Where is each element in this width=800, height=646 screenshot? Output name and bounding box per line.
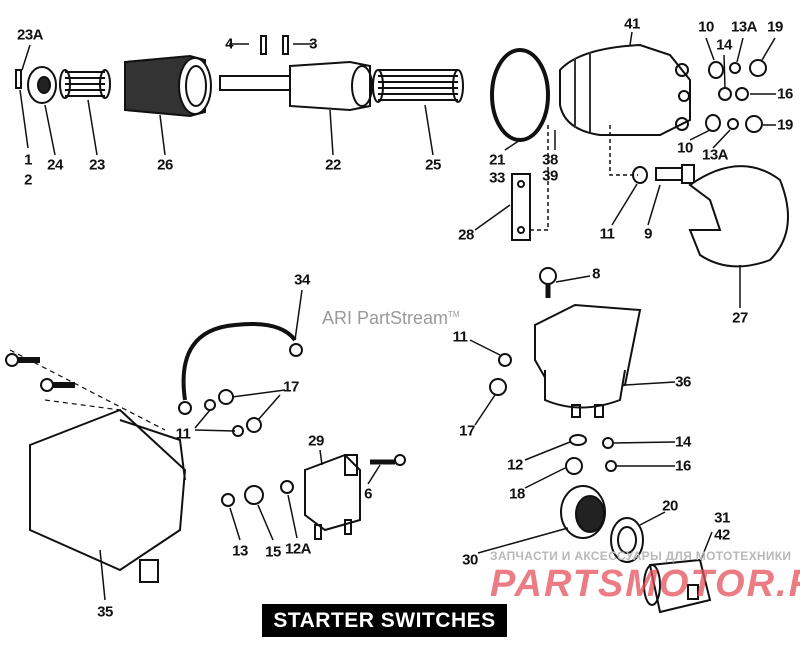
callout-26: 26 [157, 156, 173, 174]
callout-8: 8 [592, 265, 600, 283]
nuts-13-15-12A [221, 480, 294, 507]
callout-31: 31 [714, 509, 730, 527]
callout-23A: 23A [16, 26, 44, 44]
washers-right [705, 59, 767, 133]
callout-10-bottom: 10 [677, 139, 693, 157]
callout-20: 20 [662, 497, 678, 515]
callout-42: 42 [714, 526, 730, 544]
callout-11-left: 11 [175, 425, 191, 443]
callout-22: 22 [325, 156, 341, 174]
callout-16-bottom: 16 [675, 457, 691, 475]
relay-35 [29, 408, 187, 583]
screw-8 [539, 267, 557, 298]
callout-12: 12 [507, 456, 523, 474]
switch-36 [534, 303, 642, 418]
callout-15: 15 [265, 543, 281, 561]
callout-14-bottom: 14 [675, 433, 691, 451]
spring-23 [59, 69, 111, 99]
plunger-22 [219, 60, 373, 112]
callout-36: 36 [675, 373, 691, 391]
callout-24: 24 [47, 156, 63, 174]
diagram-title: STARTER SWITCHES [262, 604, 507, 637]
callout-33: 33 [489, 169, 505, 187]
callout-39: 39 [542, 167, 558, 185]
callout-4: 4 [225, 35, 233, 53]
cover-27 [688, 165, 789, 268]
callout-6: 6 [364, 485, 372, 503]
callout-12A: 12A [284, 540, 312, 558]
watermark-tm: TM [448, 310, 460, 319]
callout-3: 3 [309, 35, 317, 53]
switch-31-42 [643, 558, 712, 614]
callout-18: 18 [509, 485, 525, 503]
callout-16-top: 16 [777, 85, 793, 103]
callout-25: 25 [425, 156, 441, 174]
callout-13A-bottom: 13A [701, 146, 729, 164]
callout-1: 1 [24, 151, 32, 169]
callout-14-top: 14 [716, 36, 732, 54]
site-tagline-watermark: ЗАПЧАСТИ И АКСЕССУАРЫ ДЛЯ МОТОТЕХНИКИ [490, 549, 792, 563]
callout-35: 35 [97, 603, 113, 621]
callout-21: 21 [489, 151, 505, 169]
cable-34 [178, 322, 303, 415]
knob-26 [124, 54, 212, 118]
callout-29: 29 [308, 432, 324, 450]
spring-25 [372, 69, 464, 103]
cap-30 [560, 485, 606, 539]
callout-11-top: 11 [599, 225, 615, 243]
callout-13: 13 [232, 542, 248, 560]
gasket-20 [610, 517, 644, 563]
callout-27: 27 [732, 309, 748, 327]
callout-17-left: 17 [283, 378, 299, 396]
nuts-11-17 [489, 353, 512, 396]
pin-4 [260, 35, 267, 55]
callout-23: 23 [89, 156, 105, 174]
callout-19-bottom: 19 [777, 116, 793, 134]
callout-41: 41 [624, 15, 640, 33]
pin-1 [15, 69, 22, 89]
callout-10-top: 10 [698, 18, 714, 36]
callout-30: 30 [462, 551, 478, 569]
cup-24 [27, 66, 57, 104]
solenoid-41 [559, 43, 691, 136]
nuts-12-14-16-18 [565, 434, 617, 475]
ari-partstream-watermark: ARI PartStreamTM [322, 308, 460, 329]
callout-9: 9 [644, 225, 652, 243]
callout-34: 34 [294, 271, 310, 289]
bracket-28 [511, 173, 531, 241]
washer-11 [632, 166, 648, 184]
callout-17-right: 17 [459, 422, 475, 440]
callout-28: 28 [458, 226, 474, 244]
screw-9 [655, 164, 695, 184]
watermark-brand: ARI PartStream [322, 308, 449, 328]
leader-dashes [530, 125, 638, 231]
screw-6 [370, 454, 406, 466]
relay-29 [304, 453, 361, 540]
o-ring-21 [490, 48, 550, 142]
callout-2: 2 [24, 171, 32, 189]
screws-left [5, 349, 166, 431]
callout-11-mid: 11 [452, 328, 468, 346]
callout-13A-top: 13A [730, 18, 758, 36]
pin-3 [282, 35, 289, 55]
callout-19-top: 19 [767, 18, 783, 36]
leader-lines [19, 31, 776, 601]
callout-38: 38 [542, 151, 558, 169]
site-logo-watermark: PARTSMOTOR.RU [490, 563, 800, 605]
